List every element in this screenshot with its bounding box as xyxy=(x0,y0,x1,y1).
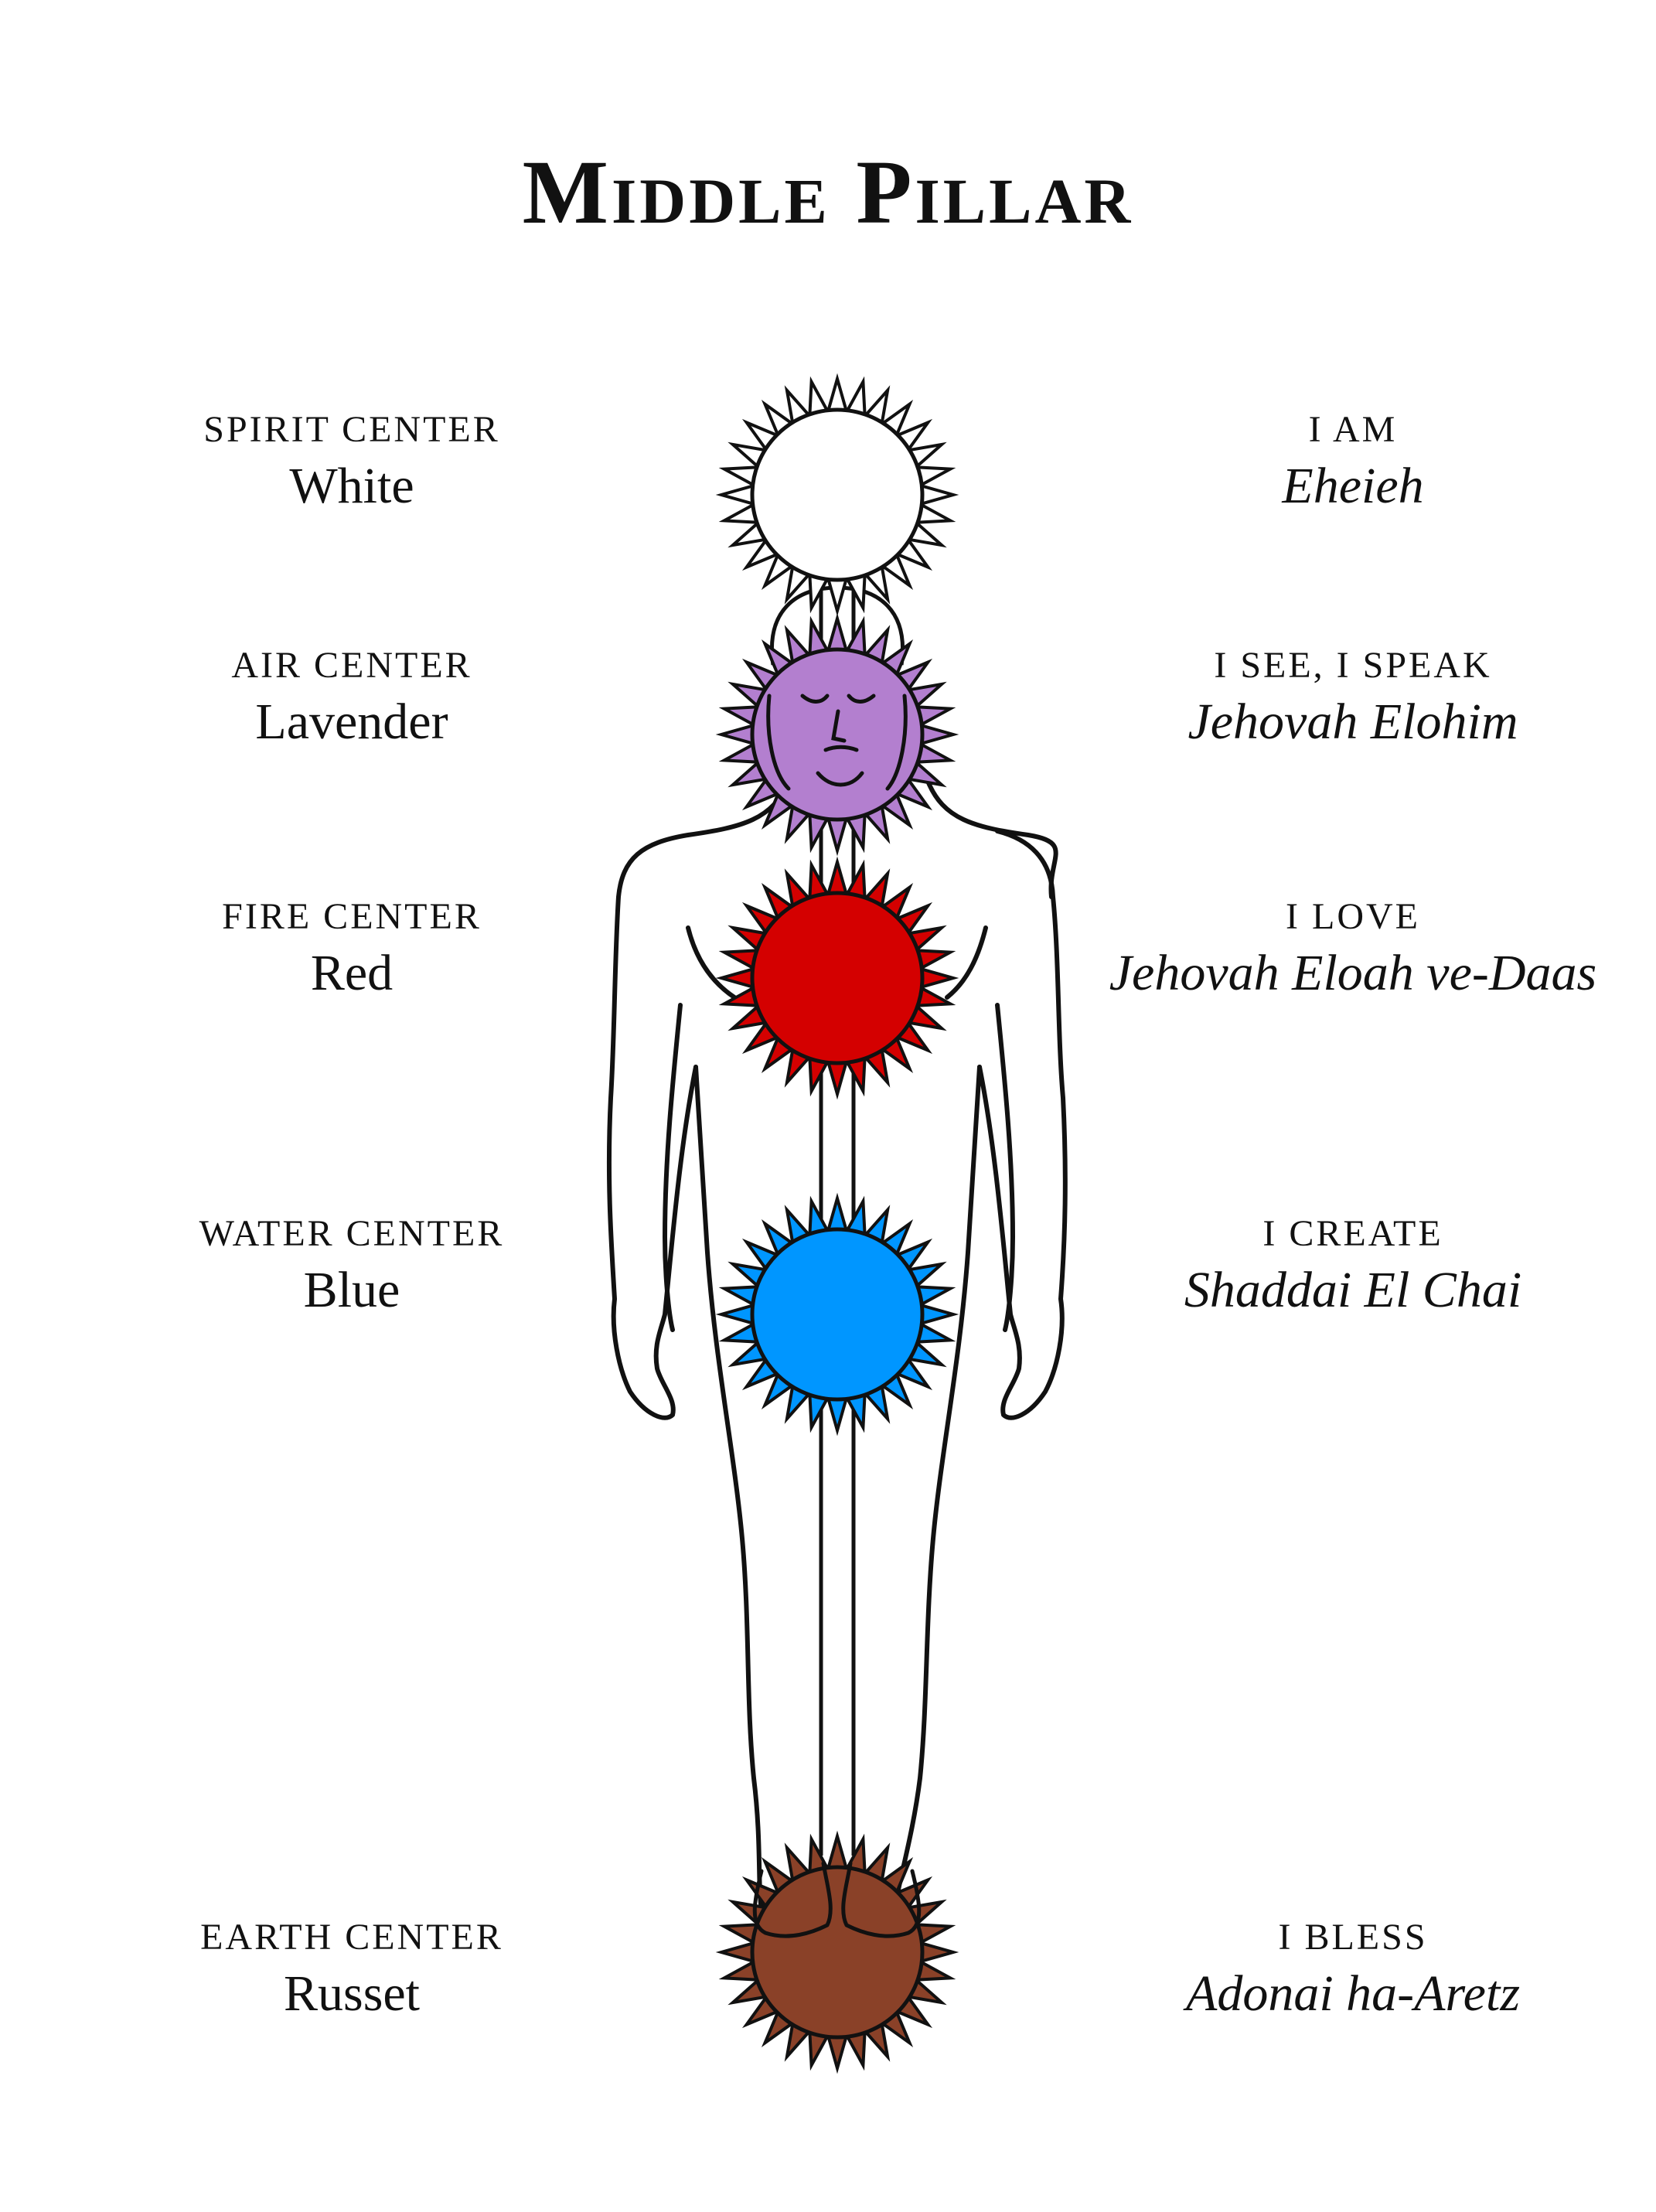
air-center xyxy=(715,612,959,857)
center-name: EARTH CENTER xyxy=(200,1917,503,1958)
affirmation: I SEE, I SPEAK xyxy=(1214,645,1492,686)
center-name: FIRE CENTER xyxy=(222,896,482,937)
earth-center xyxy=(715,1830,959,2074)
feet-outline xyxy=(752,1861,922,1938)
divine-name: Jehovah Elohim xyxy=(1187,693,1518,750)
affirmation-label-fire: I LOVE Jehovah Eloah ve-Daas xyxy=(1082,896,1624,1003)
air-center-disc xyxy=(750,647,925,822)
water-center-disc xyxy=(750,1227,925,1402)
energy-centers xyxy=(715,373,959,2074)
center-label-earth: EARTH CENTER Russet xyxy=(81,1917,622,2023)
center-name: WATER CENTER xyxy=(199,1213,505,1254)
water-center xyxy=(715,1192,959,1437)
center-label-air: AIR CENTER Lavender xyxy=(81,645,622,752)
divine-name: Jehovah Eloah ve-Daas xyxy=(1109,944,1597,1001)
color-name: Red xyxy=(310,944,394,1001)
color-name: Lavender xyxy=(255,693,448,750)
affirmation: I LOVE xyxy=(1286,896,1420,937)
page-title: Middle Pillar xyxy=(522,141,1134,243)
affirmation: I AM xyxy=(1308,409,1398,450)
spirit-center-disc xyxy=(750,407,925,582)
center-name: AIR CENTER xyxy=(231,645,472,686)
center-name: SPIRIT CENTER xyxy=(203,409,500,450)
affirmation-label-spirit: I AM Eheieh xyxy=(1082,409,1624,516)
divine-name: Shaddai El Chai xyxy=(1184,1261,1522,1318)
affirmation-label-air: I SEE, I SPEAK Jehovah Elohim xyxy=(1082,645,1624,752)
center-label-spirit: SPIRIT CENTER White xyxy=(81,409,622,516)
divine-name: Adonai ha-Aretz xyxy=(1186,1965,1520,2022)
color-name: Blue xyxy=(303,1261,400,1318)
center-label-water: WATER CENTER Blue xyxy=(81,1213,622,1320)
spirit-center xyxy=(715,373,959,617)
fire-center-disc xyxy=(750,891,925,1065)
affirmation: I CREATE xyxy=(1262,1213,1443,1254)
color-name: Russet xyxy=(283,1965,421,2022)
earth-center-disc xyxy=(750,1865,925,2040)
color-name: White xyxy=(289,457,414,514)
divine-name: Eheieh xyxy=(1282,457,1424,514)
affirmation: I BLESS xyxy=(1278,1917,1428,1958)
affirmation-label-earth: I BLESS Adonai ha-Aretz xyxy=(1082,1917,1624,2023)
human-figure-outline xyxy=(606,779,1068,1912)
center-label-fire: FIRE CENTER Red xyxy=(81,896,622,1003)
face-features xyxy=(766,694,908,791)
fire-center xyxy=(715,856,959,1100)
affirmation-label-water: I CREATE Shaddai El Chai xyxy=(1082,1213,1624,1320)
